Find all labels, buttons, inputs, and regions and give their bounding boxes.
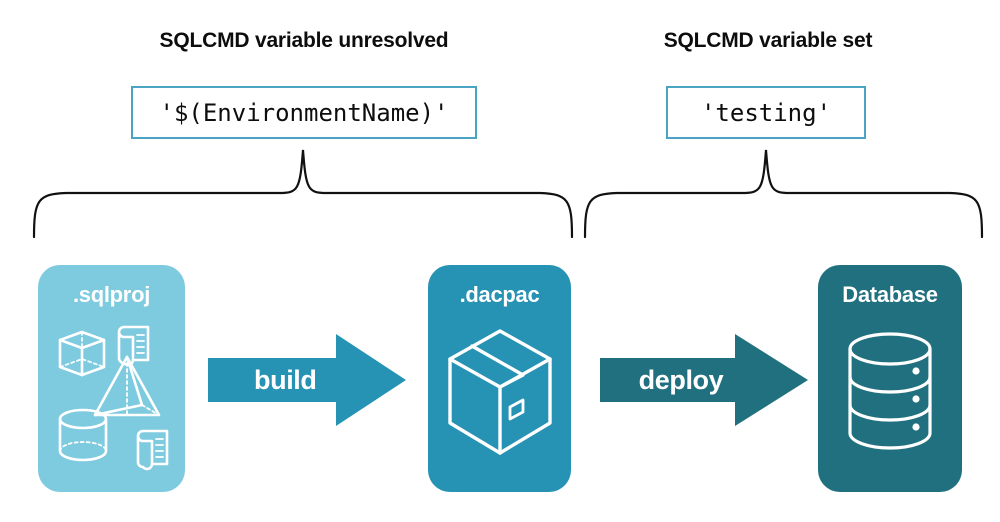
stage-label-database: Database [842,282,938,307]
stage-box-database[interactable]: Database [818,265,962,492]
package-box-icon [448,329,552,455]
database-cylinder-icon [848,332,932,450]
pyramid-shape-icon [93,355,161,417]
cube-shape-icon [58,330,106,377]
arrow-deploy-label: deploy [638,364,724,395]
brace-left-icon [32,149,574,239]
code-value-box-right: 'testing' [666,86,866,139]
arrow-build-label: build [254,364,317,395]
scroll-document-icon-1 [117,325,150,367]
stage-label-dacpac: .dacpac [459,282,540,307]
scroll-document-icon-2 [136,429,169,471]
project-shapes-icon [58,325,169,471]
code-value-box-left: '$(EnvironmentName)' [131,86,477,139]
arrow-build: build [208,334,406,426]
stage-box-sqlproj[interactable]: .sqlproj [38,265,185,492]
code-value-left: '$(EnvironmentName)' [159,98,449,127]
arrow-build-shape-icon [208,334,406,426]
cylinder-shape-icon [58,408,108,462]
code-value-right: 'testing' [700,98,832,127]
arrow-deploy-shape-icon [600,334,808,426]
brace-right-icon [583,149,984,239]
stage-box-dacpac[interactable]: .dacpac [428,265,571,492]
stage-label-sqlproj: .sqlproj [72,282,151,307]
arrow-deploy: deploy [600,334,808,426]
section-title-left: SQLCMD variable unresolved [159,29,449,52]
section-title-right: SQLCMD variable set [663,29,873,52]
